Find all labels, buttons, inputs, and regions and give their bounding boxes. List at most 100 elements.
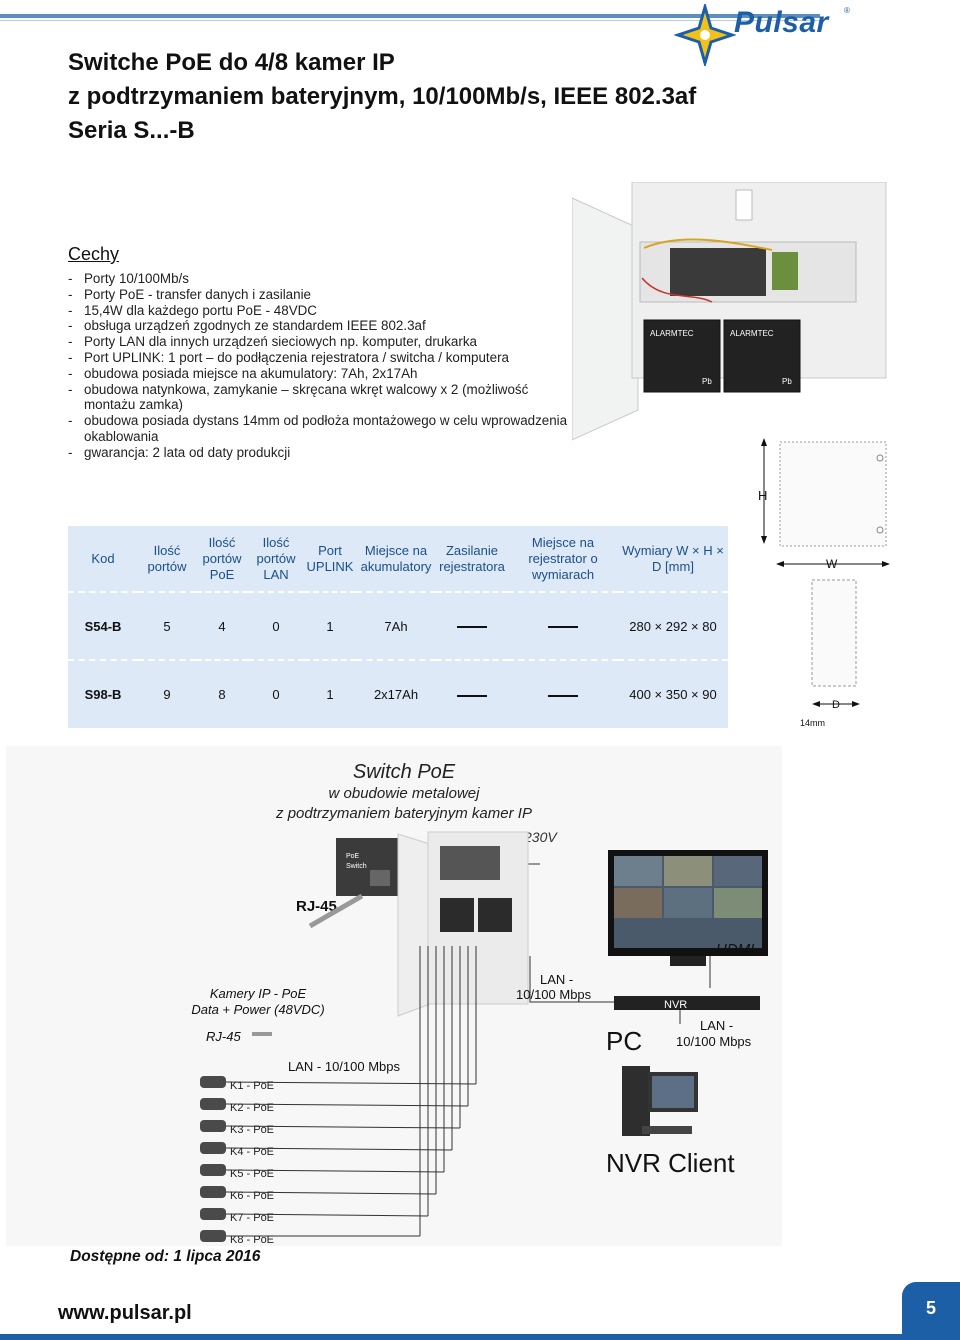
diagram-title: Switch PoE [353,761,456,783]
camera-k7: K7 - PoE [200,1208,429,1224]
battery-label: ALARMTEC [650,329,694,338]
header-band [0,0,960,44]
feature-item: obudowa posiada dystans 14mm od podłoża … [68,413,568,445]
switch-tag-2: Switch [346,863,367,870]
feature-item: gwarancja: 2 lata od daty produkcji [68,445,568,461]
camera-k6: K6 - PoE [200,1186,437,1202]
cell-uplink: 1 [304,592,356,661]
cell-lan: 0 [272,687,280,702]
cell-battery: 7Ah [356,592,436,661]
battery-pb: Pb [782,377,792,386]
feature-item: Porty 10/100Mb/s [68,271,568,287]
camera-k1: K1 - PoE [200,1076,477,1092]
dim-gap: 14mm [800,718,825,728]
features-section: Cechy Porty 10/100Mb/s Porty PoE - trans… [68,244,568,461]
camera-k3: K3 - PoE [200,1120,461,1136]
cell-code: S98-B [84,687,122,702]
dim-h: H [758,488,767,503]
cell-recorder-space [508,660,618,728]
camera-label: K4 - PoE [230,1146,274,1158]
cell-recorder-power [436,660,508,728]
table-header-row: Kod Ilość portów Ilość portów PoE Ilość … [68,526,728,593]
camera-k5: K5 - PoE [200,1164,445,1180]
camera-label: K1 - PoE [230,1080,274,1092]
camera-label: K6 - PoE [230,1190,274,1202]
nvr-label: NVR [664,999,687,1011]
dash-mark [457,694,487,697]
cell-poe: 8 [218,687,226,702]
pc-label: PC [606,1026,642,1056]
lan-top-1: LAN - [540,972,573,987]
title-line-1: Switche PoE do 4/8 kamer IP [68,49,395,76]
camera-k2: K2 - PoE [200,1098,469,1114]
camera-list: K1 - PoE K2 - PoE K3 - PoE K4 - PoE K5 - [200,1076,477,1246]
cell-dims: 280 × 292 × 80 [618,592,728,661]
camera-label: K7 - PoE [230,1212,274,1224]
col-header: Miejsce na akumulatory [356,526,436,593]
lan-right-1: LAN - [700,1018,733,1033]
diagram-subtitle-2: z podtrzymaniem bateryjnym kamer IP [275,805,532,822]
footer-band [0,1334,960,1340]
dim-w: W [826,557,838,571]
spec-table: Kod Ilość portów Ilość portów PoE Ilość … [68,526,728,728]
diagram-subtitle-1: w obudowie metalowej [329,785,481,802]
enclosure-photo: ALARMTEC ALARMTEC Pb Pb [571,181,888,444]
lan-top-2: 10/100 Mbps [516,987,592,1002]
switch-tag-1: PoE [346,853,360,860]
feature-item: obsługa urządzeń zgodnych ze standardem … [68,318,568,334]
col-header: Zasilanie rejestratora [436,526,508,593]
availability-note: Dostępne od: 1 lipca 2016 [70,1248,261,1265]
feature-item: 15,4W dla każdego portu PoE - 48VDC [68,303,568,319]
lan-right-2: 10/100 Mbps [676,1034,752,1049]
table-row: S54-B 5 4 0 1 7Ah 280 × 292 × 80 [68,592,728,661]
page-title: Switche PoE do 4/8 kamer IP z podtrzyman… [68,46,696,148]
cell-code: S54-B [68,592,138,661]
features-list: Porty 10/100Mb/s Porty PoE - transfer da… [68,271,568,461]
hdmi-label: HDMI [716,941,754,958]
cell-dims: 400 × 350 × 90 [629,687,717,702]
brand-name: Pulsar [734,6,829,39]
camera-label-2: Data + Power (48VDC) [191,1002,324,1017]
rj45-top-label: RJ-45 [296,898,337,915]
footer-url[interactable]: www.pulsar.pl [58,1302,192,1324]
camera-label: K5 - PoE [230,1168,274,1180]
header-rule [0,14,820,18]
voltage-label: 230V [523,829,558,845]
dash-mark [548,694,578,697]
col-header: Ilość portów PoE [196,526,248,593]
rj45-left-label: RJ-45 [206,1029,241,1044]
cell-lan: 0 [248,592,304,661]
network-diagram: Switch PoE w obudowie metalowej z podtrz… [0,746,960,1266]
battery-pb: Pb [702,377,712,386]
lan-camera-label: LAN - 10/100 Mbps [288,1059,401,1074]
col-header: Wymiary W × H × D [mm] [618,526,728,593]
brand-reg-mark: ® [844,6,850,15]
footer: www.pulsar.pl 5 [0,1282,960,1340]
table-row: S98-B 9 8 0 1 2x17Ah 400 × 350 × 90 [68,660,728,728]
col-header: Kod [68,526,138,593]
nvr-client-label: NVR Client [606,1148,735,1178]
cell-ports: 9 [163,687,171,702]
col-header: Ilość portów LAN [248,526,304,593]
dim-d: D [832,699,840,711]
camera-label-1: Kamery IP - PoE [210,986,307,1001]
cell-uplink: 1 [326,687,334,702]
battery-label: ALARMTEC [730,329,774,338]
title-line-2: z podtrzymaniem bateryjnym, 10/100Mb/s, … [68,83,697,110]
camera-label: K3 - PoE [230,1124,274,1136]
header-rule-thin [0,20,820,21]
pulsar-logo: Pulsar ® [674,4,864,66]
cell-battery: 2x17Ah [373,687,419,702]
col-header: Ilość portów [138,526,196,593]
feature-item: Port UPLINK: 1 port – do podłączenia rej… [68,350,568,366]
title-line-3: Seria S...-B [68,117,195,144]
col-header: Port UPLINK [304,526,356,593]
feature-item: obudowa posiada miejsce na akumulatory: … [68,366,568,382]
col-header: Miejsce na rejestrator o wymiarach [508,526,618,593]
dash-mark [457,626,487,629]
camera-label: K2 - PoE [230,1102,274,1114]
camera-label: K8 - PoE [230,1234,274,1246]
feature-item: Porty PoE - transfer danych i zasilanie [68,287,568,303]
cell-recorder-power [436,592,508,661]
features-heading: Cechy [68,244,120,264]
